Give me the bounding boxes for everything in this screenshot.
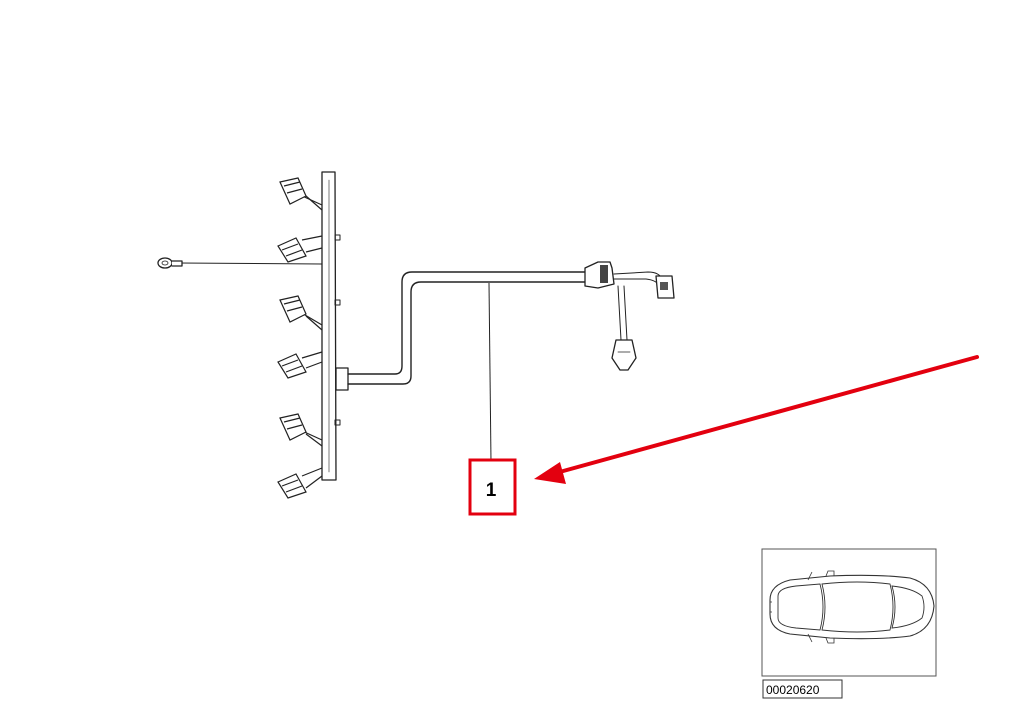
injector-connector-icon — [277, 467, 323, 499]
injector-connectors — [277, 177, 323, 499]
down-wire-2 — [623, 285, 628, 341]
ring-terminal — [157, 257, 173, 269]
injector-connector-icon — [277, 235, 323, 263]
trunk-clips — [334, 234, 341, 426]
reference-number: 00020620 — [766, 683, 820, 697]
red-arrow-icon — [534, 355, 979, 484]
reference-number-box — [762, 679, 843, 699]
harness-junction-block — [335, 367, 349, 391]
main-plug-connector — [584, 261, 615, 289]
harness-branch-cable — [347, 271, 586, 375]
bottom-plug — [611, 339, 637, 371]
injector-connector-icon — [279, 295, 323, 331]
part-callout-box[interactable] — [468, 458, 517, 516]
car-reference-thumbnail: 00020620 — [761, 548, 937, 699]
side-wire-2 — [613, 278, 661, 287]
leader-line — [488, 282, 492, 463]
wiring-harness-illustration — [157, 171, 675, 481]
car-thumbnail-frame — [761, 548, 937, 677]
part-callout-label: 1 — [486, 480, 497, 501]
car-top-view-icon — [769, 570, 935, 644]
harness-branch-cable-inner — [347, 281, 586, 385]
injector-connector-icon — [279, 413, 323, 447]
down-wire — [617, 285, 622, 341]
injector-connector-icon — [279, 177, 323, 211]
ground-wire — [177, 262, 323, 265]
injector-connector-icon — [277, 351, 323, 379]
